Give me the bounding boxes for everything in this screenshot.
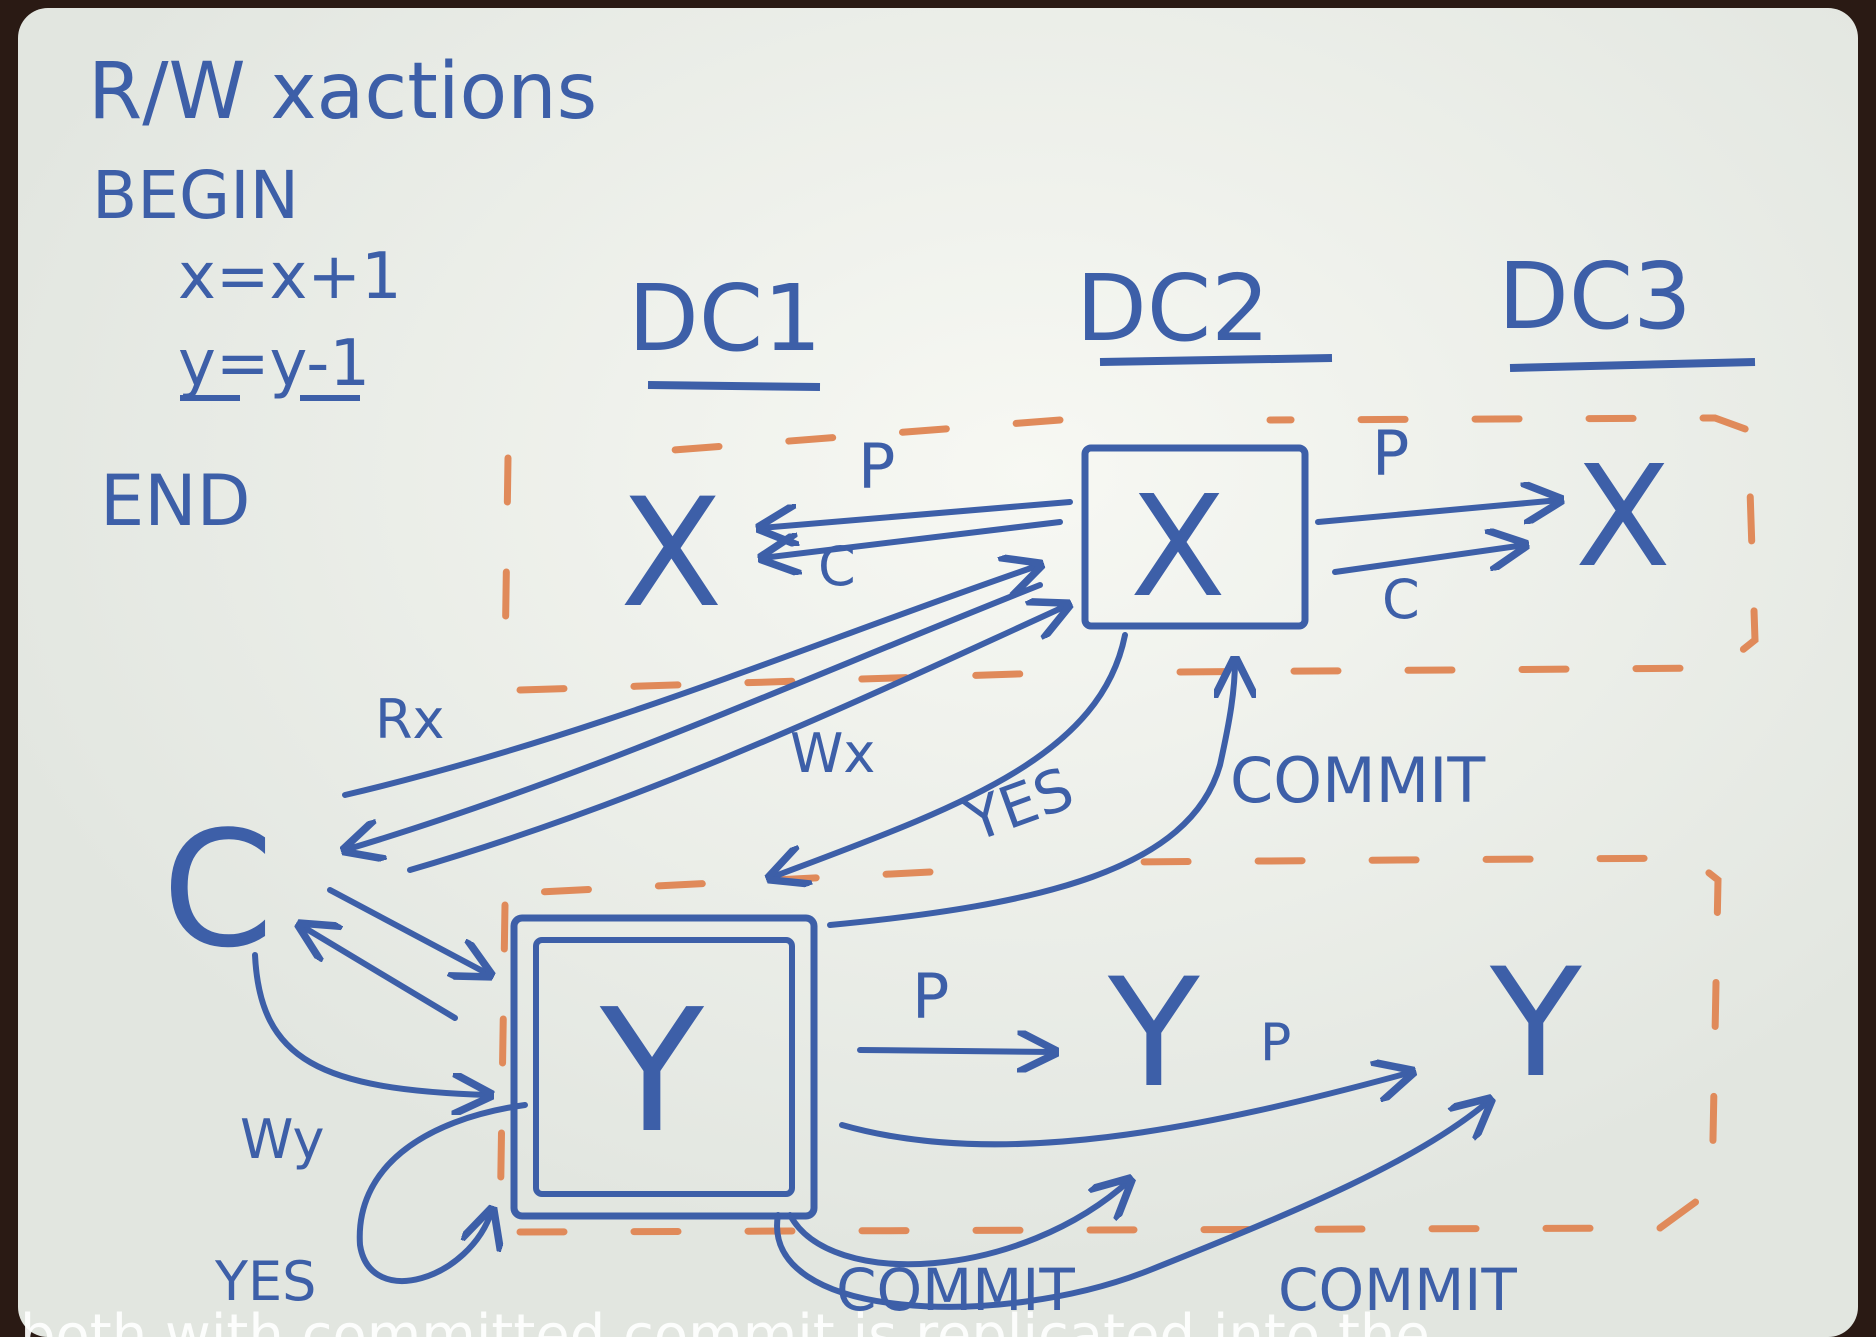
arrow-client-wx: [407, 605, 1068, 873]
label-p-x-dc1: P: [858, 430, 895, 503]
arrow-y-commit-dc3: [774, 1100, 1490, 1310]
label-rx: Rx: [375, 688, 444, 751]
code-line-x: x=x+1: [178, 240, 402, 314]
arrow-x-prepare-dc3: [1315, 500, 1560, 525]
arrow-y-prepare-dc3: [839, 1072, 1412, 1148]
y-node-dc2: Y: [1107, 947, 1200, 1121]
y-node-dc1: Y: [599, 973, 705, 1171]
video-caption: both with committed commit is replicated…: [20, 1308, 1860, 1337]
label-p-y-dc3: P: [1260, 1013, 1291, 1073]
code-line-y: y=y-1: [178, 327, 370, 401]
label-yes-y: YES: [214, 1250, 316, 1313]
x-node-dc2: X: [1130, 466, 1226, 629]
y-partition-border: [496, 854, 1722, 1236]
y-node-dc3: Y: [1489, 937, 1582, 1111]
y-nodes: Y Y Y: [510, 914, 1582, 1220]
arrow-yes-loop: [356, 1102, 528, 1284]
arrow-client-rx: [342, 565, 1040, 798]
code-end: END: [100, 460, 251, 542]
whiteboard-surface: [18, 8, 1858, 1337]
arrow-x-prepare-dc1: [760, 499, 1073, 528]
label-p-x-dc3: P: [1372, 417, 1409, 490]
arrow-x-commit-dc3: [1332, 545, 1525, 575]
code-title: R/W xactions: [88, 47, 597, 137]
label-wx: Wx: [790, 722, 875, 785]
label-p-y-dc2: P: [912, 960, 949, 1033]
arrow-y-commit-dc2: [787, 1180, 1130, 1268]
datacenter-headers: DC1 DC2 DC3: [628, 243, 1756, 391]
arrow-client-wy: [252, 952, 490, 1095]
arrow-client-to-y: [327, 887, 490, 975]
x-node-dc3: X: [1575, 436, 1671, 599]
partition-borders: [496, 414, 1759, 1236]
x-leader-box: [1081, 444, 1309, 630]
edge-labels: P C P C Rx Wx YES COMMIT Wy YES P P COMM…: [214, 417, 1517, 1324]
arrow-y-to-client: [300, 925, 458, 1021]
label-c-x-dc1: C: [818, 535, 856, 598]
code-begin: BEGIN: [92, 157, 299, 234]
arrow-rx-return: [345, 582, 1043, 850]
x-node-dc1: X: [620, 467, 723, 641]
arrow-x-commit-dc1: [762, 519, 1063, 558]
y-leader-box-inner: [533, 937, 795, 1197]
arrow-y-prepare-dc2: [857, 1050, 1055, 1052]
label-c-x-dc3: C: [1382, 568, 1420, 631]
label-commit-y-dc3: COMMIT: [1278, 1256, 1517, 1324]
label-commit-y-dc2: COMMIT: [836, 1256, 1075, 1324]
pseudo-code: R/W xactions BEGIN x=x+1 y=y-1 END: [88, 47, 597, 542]
message-arrows: [252, 499, 1560, 1310]
arrow-yes-x: [770, 632, 1128, 878]
dc1-label: DC1: [628, 265, 822, 372]
client-node: C: [162, 796, 274, 983]
x-nodes: X X X: [620, 436, 1671, 641]
dc3-label: DC3: [1498, 243, 1692, 350]
arrow-commit-x: [827, 660, 1235, 928]
label-commit-x: COMMIT: [1230, 744, 1486, 817]
y-leader-box-outer: [510, 914, 818, 1220]
label-wy: Wy: [240, 1108, 324, 1171]
dc2-label: DC2: [1076, 255, 1270, 362]
